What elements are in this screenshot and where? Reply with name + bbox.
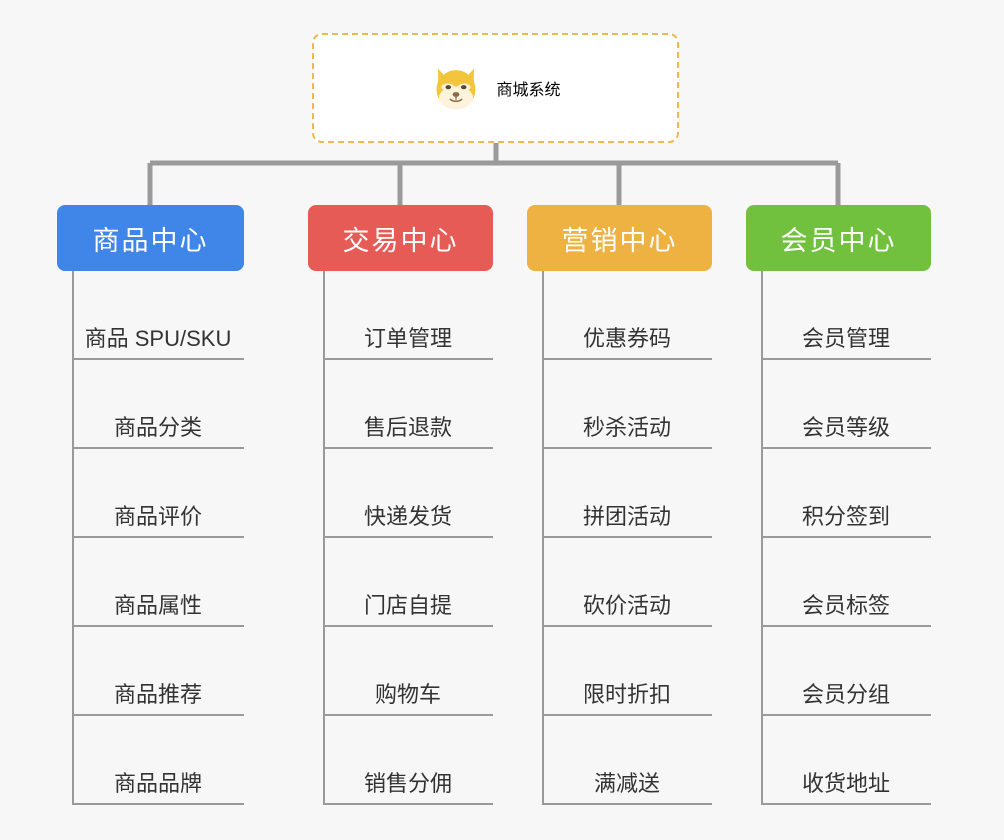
leaf-item[interactable]: 会员管理 xyxy=(746,271,931,360)
leaf-label: 快递发货 xyxy=(323,504,493,538)
leaf-item[interactable]: 拼团活动 xyxy=(527,449,712,538)
leaf-list-trade: 订单管理 售后退款 快递发货 门店自提 购物车 销售分佣 xyxy=(308,271,493,805)
leaf-item[interactable]: 收货地址 xyxy=(746,716,931,805)
leaf-item[interactable]: 购物车 xyxy=(308,627,493,716)
leaf-list-member: 会员管理 会员等级 积分签到 会员标签 会员分组 收货地址 xyxy=(746,271,931,805)
leaf-label: 商品推荐 xyxy=(72,682,244,716)
leaf-label: 会员标签 xyxy=(761,593,931,627)
root-title: 商城系统 xyxy=(496,82,561,99)
leaf-item[interactable]: 商品分类 xyxy=(57,360,244,449)
leaf-label: 秒杀活动 xyxy=(542,415,712,449)
leaf-item[interactable]: 快递发货 xyxy=(308,449,493,538)
leaf-item[interactable]: 商品评价 xyxy=(57,449,244,538)
branch-spine xyxy=(542,271,544,805)
leaf-list-marketing: 优惠券码 秒杀活动 拼团活动 砍价活动 限时折扣 满减送 xyxy=(527,271,712,805)
leaf-item[interactable]: 商品 SPU/SKU xyxy=(57,271,244,360)
leaf-label: 商品属性 xyxy=(72,593,244,627)
branch-column-member: 会员中心 会员管理 会员等级 积分签到 会员标签 会员分组 收货地址 xyxy=(746,205,931,805)
leaf-label: 积分签到 xyxy=(761,504,931,538)
branch-column-trade: 交易中心 订单管理 售后退款 快递发货 门店自提 购物车 销售分佣 xyxy=(308,205,493,805)
leaf-label: 商品品牌 xyxy=(72,771,244,805)
leaf-item[interactable]: 会员标签 xyxy=(746,538,931,627)
branch-spine xyxy=(72,271,74,805)
branch-spine xyxy=(761,271,763,805)
leaf-label: 满减送 xyxy=(542,771,712,805)
leaf-item[interactable]: 限时折扣 xyxy=(527,627,712,716)
branch-header-product[interactable]: 商品中心 xyxy=(57,205,244,271)
leaf-label: 砍价活动 xyxy=(542,593,712,627)
leaf-label: 商品评价 xyxy=(72,504,244,538)
root-node[interactable]: 商城系统 xyxy=(312,33,679,143)
leaf-label: 会员分组 xyxy=(761,682,931,716)
leaf-label: 销售分佣 xyxy=(323,771,493,805)
leaf-label: 拼团活动 xyxy=(542,504,712,538)
leaf-label: 售后退款 xyxy=(323,415,493,449)
shiba-dog-face-icon xyxy=(436,68,476,111)
leaf-item[interactable]: 售后退款 xyxy=(308,360,493,449)
branch-header-trade[interactable]: 交易中心 xyxy=(308,205,493,271)
branch-column-product: 商品中心 商品 SPU/SKU 商品分类 商品评价 商品属性 商品推荐 商品品牌 xyxy=(57,205,244,805)
branch-header-label: 营销中心 xyxy=(561,225,678,256)
branch-column-marketing: 营销中心 优惠券码 秒杀活动 拼团活动 砍价活动 限时折扣 满减送 xyxy=(527,205,712,805)
leaf-item[interactable]: 会员分组 xyxy=(746,627,931,716)
leaf-label: 收货地址 xyxy=(761,771,931,805)
branch-header-member[interactable]: 会员中心 xyxy=(746,205,931,271)
leaf-item[interactable]: 商品推荐 xyxy=(57,627,244,716)
leaf-item[interactable]: 订单管理 xyxy=(308,271,493,360)
leaf-label: 优惠券码 xyxy=(542,326,712,360)
branch-header-label: 会员中心 xyxy=(780,225,897,256)
leaf-label: 购物车 xyxy=(323,682,493,716)
leaf-list-product: 商品 SPU/SKU 商品分类 商品评价 商品属性 商品推荐 商品品牌 xyxy=(57,271,244,805)
leaf-item[interactable]: 门店自提 xyxy=(308,538,493,627)
leaf-label: 门店自提 xyxy=(323,593,493,627)
leaf-item[interactable]: 砍价活动 xyxy=(527,538,712,627)
leaf-item[interactable]: 商品品牌 xyxy=(57,716,244,805)
leaf-item[interactable]: 会员等级 xyxy=(746,360,931,449)
leaf-item[interactable]: 积分签到 xyxy=(746,449,931,538)
branch-header-marketing[interactable]: 营销中心 xyxy=(527,205,712,271)
branch-spine xyxy=(323,271,325,805)
leaf-label: 商品分类 xyxy=(72,415,244,449)
branch-header-label: 交易中心 xyxy=(342,225,459,256)
branch-header-label: 商品中心 xyxy=(92,225,209,256)
leaf-item[interactable]: 销售分佣 xyxy=(308,716,493,805)
leaf-item[interactable]: 秒杀活动 xyxy=(527,360,712,449)
leaf-item[interactable]: 优惠券码 xyxy=(527,271,712,360)
leaf-label: 会员等级 xyxy=(761,415,931,449)
leaf-label: 会员管理 xyxy=(761,326,931,360)
leaf-label: 商品 SPU/SKU xyxy=(72,326,244,360)
leaf-label: 限时折扣 xyxy=(542,682,712,716)
leaf-label: 订单管理 xyxy=(323,326,493,360)
leaf-item[interactable]: 商品属性 xyxy=(57,538,244,627)
leaf-item[interactable]: 满减送 xyxy=(527,716,712,805)
